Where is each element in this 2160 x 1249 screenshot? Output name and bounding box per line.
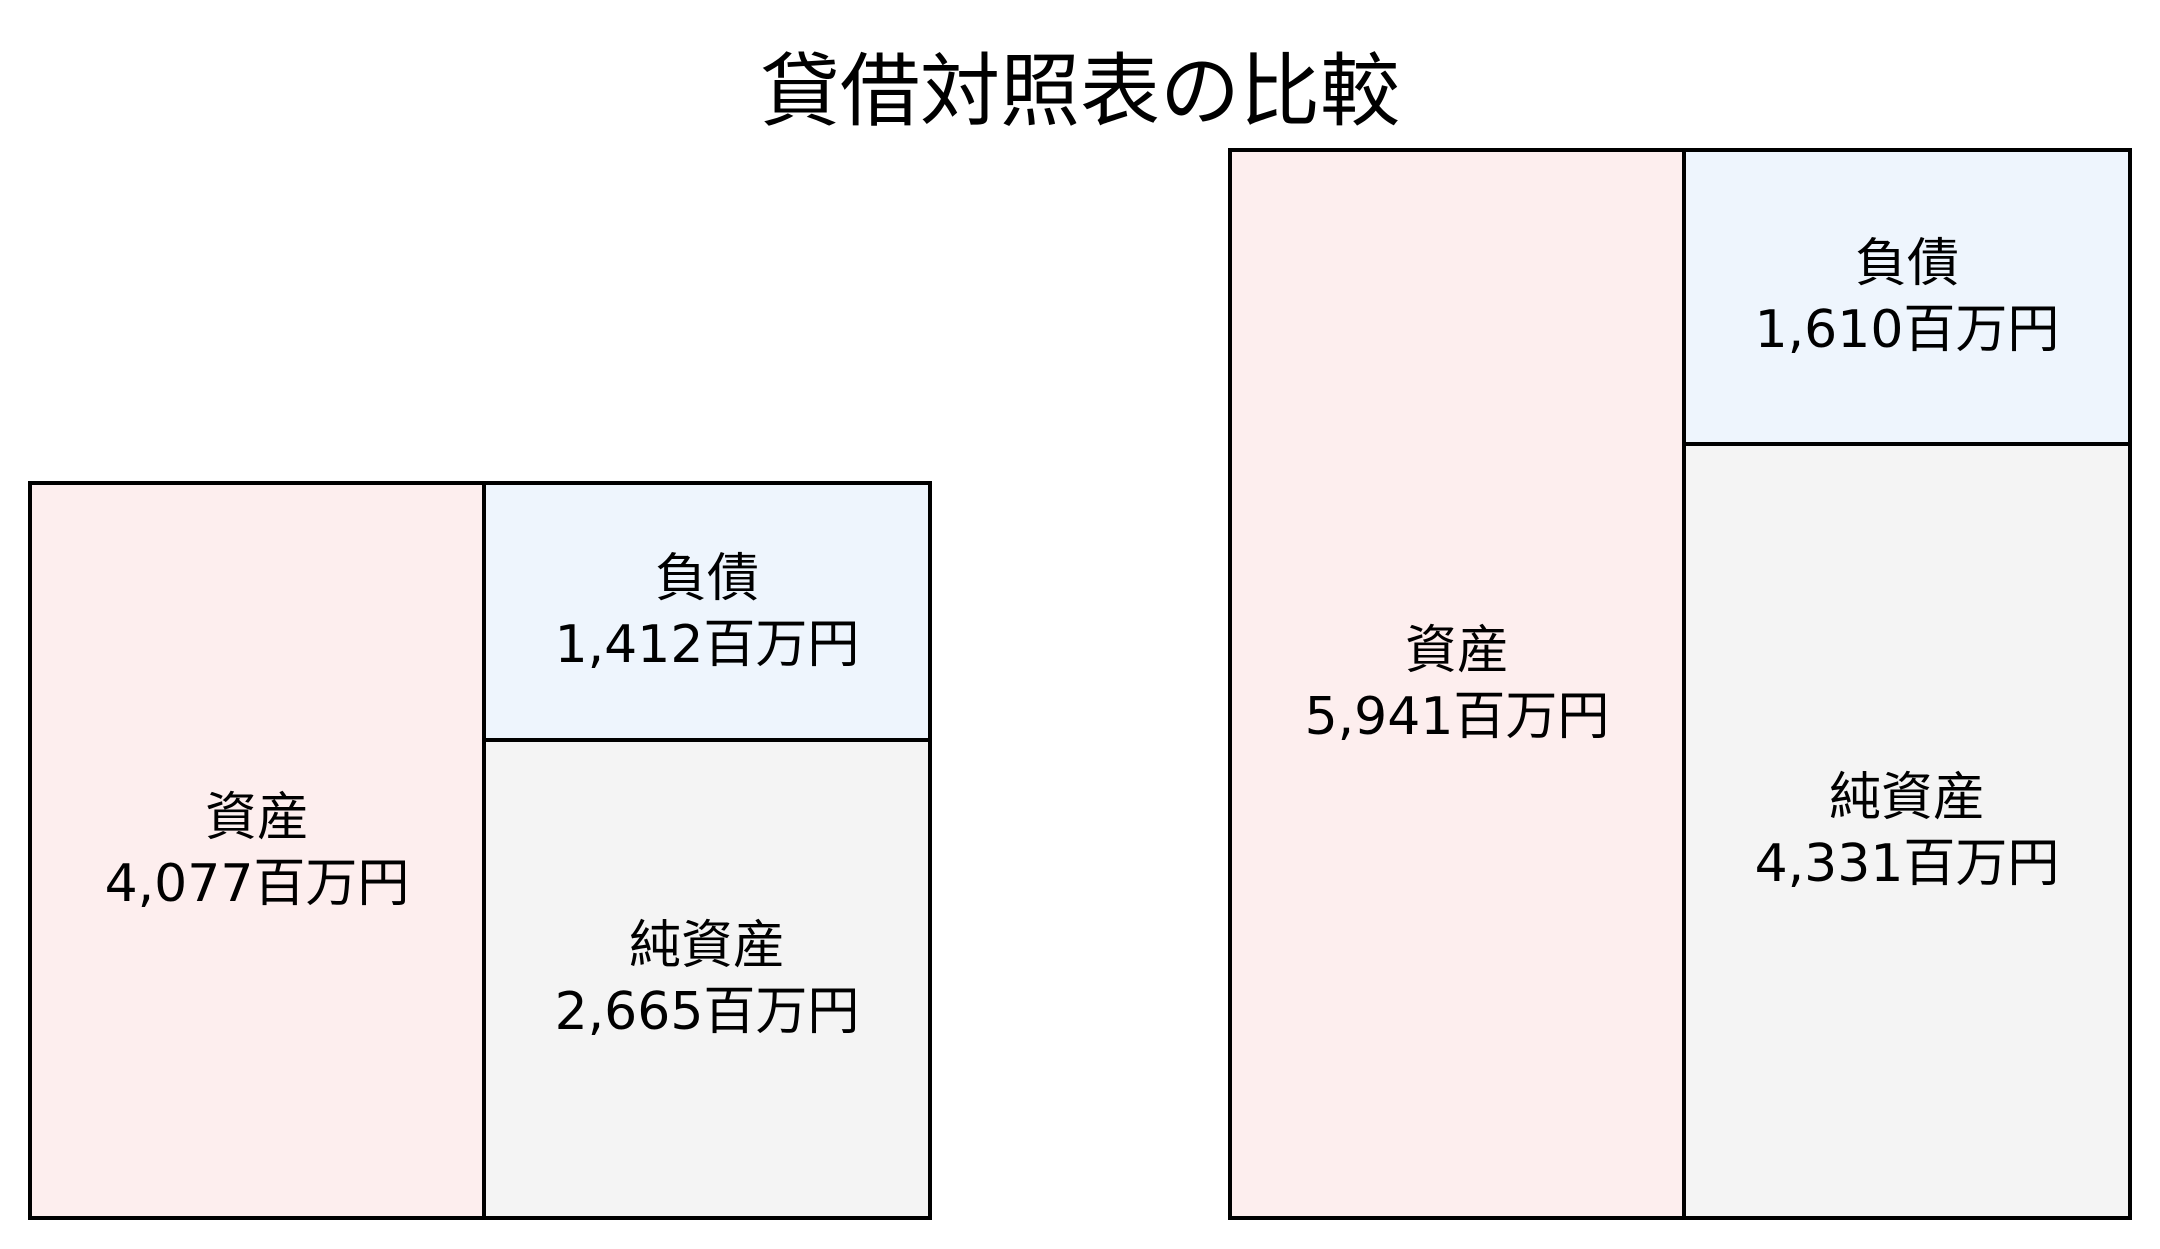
- liabilities-label: 負債: [1854, 234, 1959, 294]
- net-assets-block: 純資産 2,665百万円: [486, 742, 928, 1216]
- liabilities-block: 負債 1,412百万円: [486, 485, 928, 742]
- net-assets-value: 2,665百万円: [554, 982, 860, 1042]
- net-assets-label: 純資産: [628, 916, 785, 976]
- assets-block: 資産 5,941百万円: [1232, 152, 1686, 1216]
- chart-title: 貸借対照表の比較: [760, 45, 1400, 138]
- assets-label: 資産: [204, 787, 309, 848]
- balance-sheet-right: 資産 5,941百万円 負債 1,610百万円 純資産 4,331百万円: [1228, 148, 2132, 1220]
- liabilities-block: 負債 1,610百万円: [1686, 152, 2128, 446]
- assets-value: 4,077百万円: [104, 853, 410, 914]
- net-assets-value: 4,331百万円: [1754, 834, 2060, 894]
- assets-block: 資産 4,077百万円: [32, 485, 486, 1216]
- assets-label: 資産: [1404, 621, 1509, 681]
- net-assets-label: 純資産: [1828, 768, 1985, 828]
- liabilities-label: 負債: [654, 548, 759, 609]
- liabilities-value: 1,610百万円: [1754, 300, 2060, 360]
- liabilities-value: 1,412百万円: [554, 614, 860, 675]
- assets-value: 5,941百万円: [1304, 687, 1610, 747]
- net-assets-block: 純資産 4,331百万円: [1686, 446, 2128, 1216]
- balance-sheet-left: 資産 4,077百万円 負債 1,412百万円 純資産 2,665百万円: [28, 481, 932, 1220]
